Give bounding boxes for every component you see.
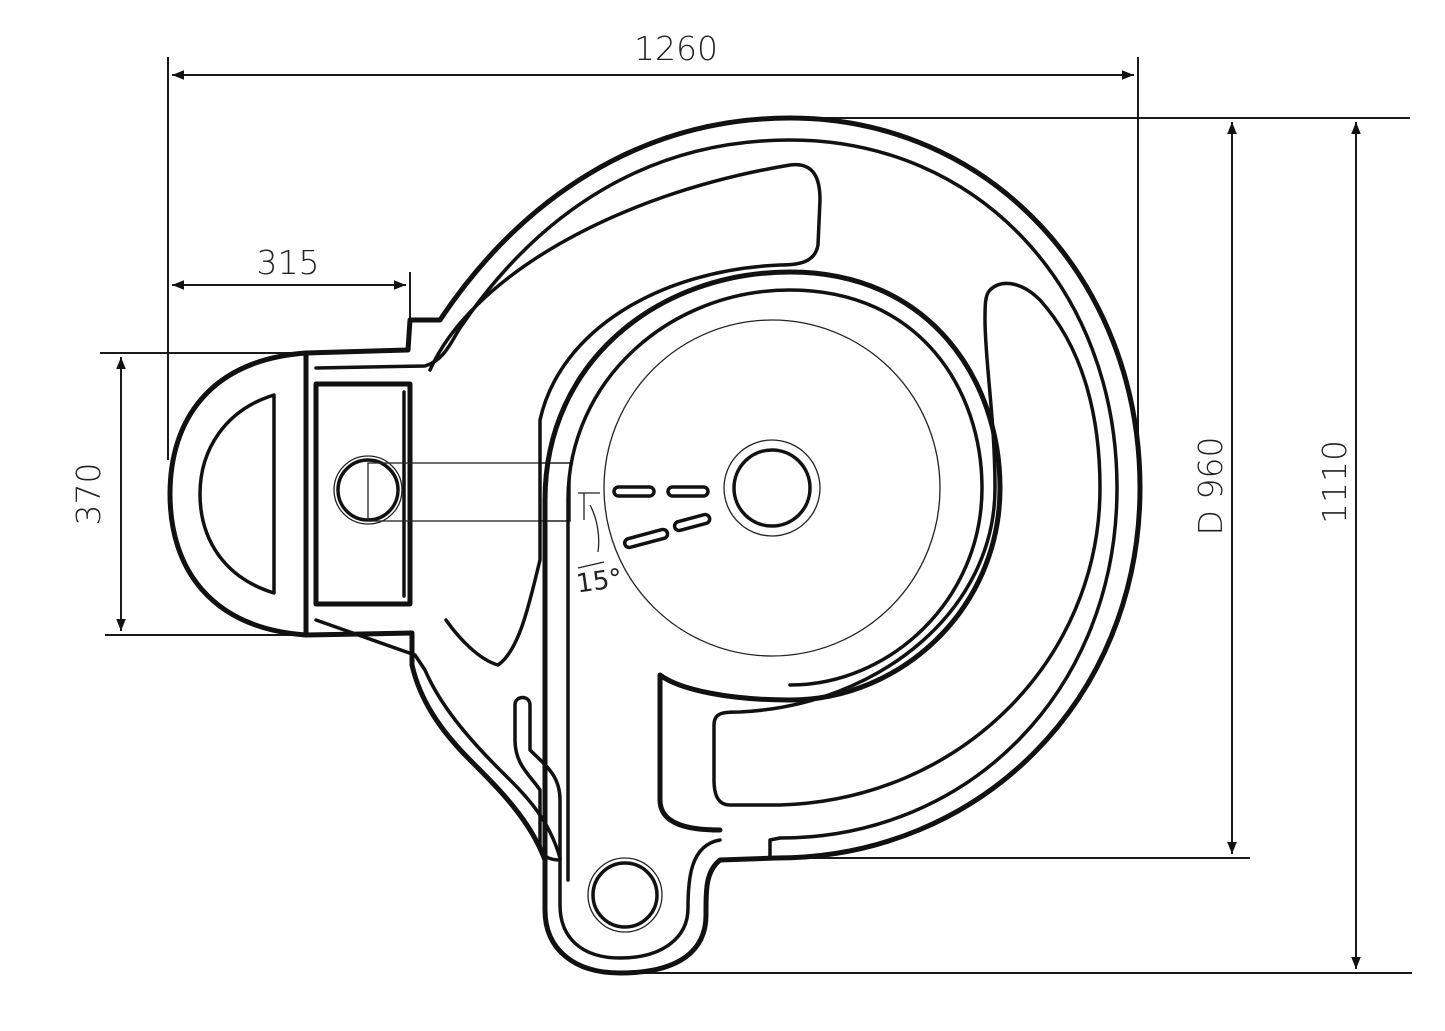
dimension-inlet-height: 370 bbox=[69, 352, 305, 636]
overall-depth-label: 1110 bbox=[1315, 440, 1354, 524]
drain-slot bbox=[513, 695, 562, 862]
basin-diameter-label: D 960 bbox=[1191, 437, 1230, 536]
outlet-pipe bbox=[587, 857, 663, 933]
dimension-inlet-offset: 315 bbox=[172, 243, 411, 320]
angle-indicator: 15° bbox=[574, 492, 624, 600]
upper-channel bbox=[428, 163, 822, 667]
inlet-chamber bbox=[167, 350, 413, 638]
dimension-basin-diameter: D 960 bbox=[780, 117, 1260, 859]
inlet-height-label: 370 bbox=[69, 463, 108, 526]
spiral-wall bbox=[542, 269, 1003, 882]
right-channel bbox=[712, 281, 1102, 807]
inlet-pipe bbox=[333, 455, 571, 525]
overall-width-label: 1260 bbox=[634, 29, 718, 68]
outer-shell bbox=[303, 115, 1143, 976]
inlet-offset-label: 315 bbox=[257, 243, 320, 282]
dimension-overall-width: 1260 bbox=[167, 29, 1139, 460]
dimension-overall-depth: 1110 bbox=[640, 117, 1412, 974]
basin bbox=[603, 319, 941, 657]
nozzle-jets bbox=[612, 485, 712, 550]
angle-label: 15° bbox=[574, 563, 624, 599]
